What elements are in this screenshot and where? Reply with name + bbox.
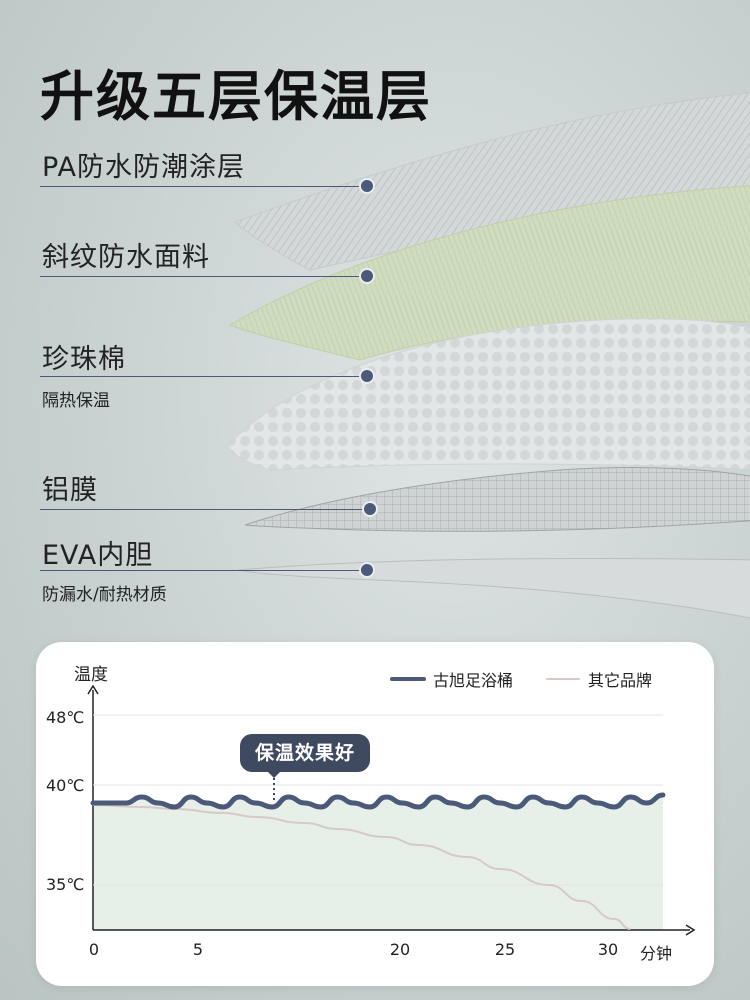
leader-line	[40, 570, 366, 571]
layer-label-foam: 珍珠棉	[42, 344, 126, 375]
layer-label-eva: EVA内胆	[42, 540, 154, 571]
x-tick-label: 25	[494, 940, 516, 959]
series-line-other	[92, 804, 631, 930]
x-axis-arrow	[685, 924, 696, 936]
marker-dot	[362, 501, 378, 517]
y-tick-label: 40℃	[46, 776, 85, 795]
legend-swatch-ours	[390, 677, 426, 681]
layer-note-eva: 防漏水/耐热材质	[42, 585, 167, 605]
callout-tail	[267, 771, 281, 778]
marker-dot	[359, 178, 375, 194]
x-tick-label: 30	[597, 940, 619, 959]
page-title: 升级五层保温层	[40, 65, 432, 128]
layer-note-foam: 隔热保温	[42, 391, 110, 411]
leader-line	[40, 509, 370, 510]
layer-label-pa: PA防水防潮涂层	[42, 152, 246, 183]
x-tick-label: 5	[192, 940, 204, 959]
layer-pearl-foam	[227, 318, 750, 471]
marker-dot	[359, 268, 375, 284]
y-axis-label: 温度	[74, 665, 108, 685]
leader-line	[40, 186, 366, 187]
leader-line	[40, 376, 366, 377]
marker-dot	[359, 562, 375, 578]
legend-label-other: 其它品牌	[588, 671, 653, 690]
callout-badge: 保温效果好	[240, 734, 370, 772]
y-tick-label: 35℃	[46, 875, 85, 894]
x-tick-label: 0	[88, 940, 100, 959]
series-line-ours	[90, 792, 666, 810]
legend-swatch-other	[546, 678, 580, 680]
legend-label-ours: 古旭足浴桶	[433, 671, 514, 690]
y-axis-arrow	[87, 684, 99, 695]
y-tick-label: 48℃	[46, 708, 85, 727]
x-axis-unit: 分钟	[640, 944, 673, 963]
layer-label-aluminum: 铝膜	[42, 475, 98, 506]
series-area-ours	[93, 795, 663, 930]
marker-dot	[359, 368, 375, 384]
leader-line	[40, 276, 366, 277]
layer-label-twill: 斜纹防水面料	[42, 242, 210, 273]
x-tick-label: 20	[389, 940, 411, 959]
